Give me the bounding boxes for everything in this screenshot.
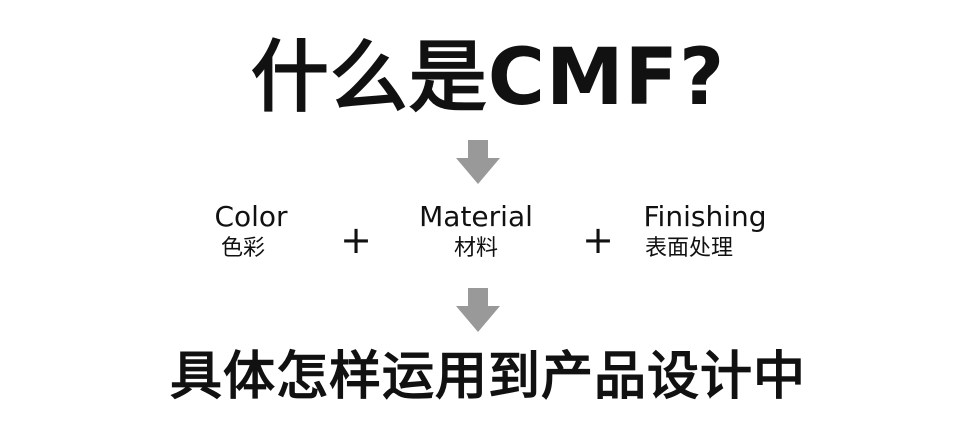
arrow-down-icon [456,288,500,332]
plus-operator: + [340,218,372,262]
term-finishing-zh: 表面处理 [645,236,734,261]
term-material-en: Material [419,200,533,233]
term-color: Color 色彩 [186,200,316,264]
term-color-zh: 色彩 [221,236,266,261]
arrow-down-icon [456,140,500,184]
plus-operator: + [582,218,614,262]
page-title: 什么是CMF? [250,33,726,123]
term-finishing: Finishing 表面处理 [630,200,780,264]
term-material-zh: 材料 [453,236,498,261]
term-color-en: Color [214,200,288,233]
term-finishing-en: Finishing [643,200,767,233]
subtitle: 具体怎样运用到产品设计中 [169,347,806,407]
term-material: Material 材料 [400,200,552,264]
